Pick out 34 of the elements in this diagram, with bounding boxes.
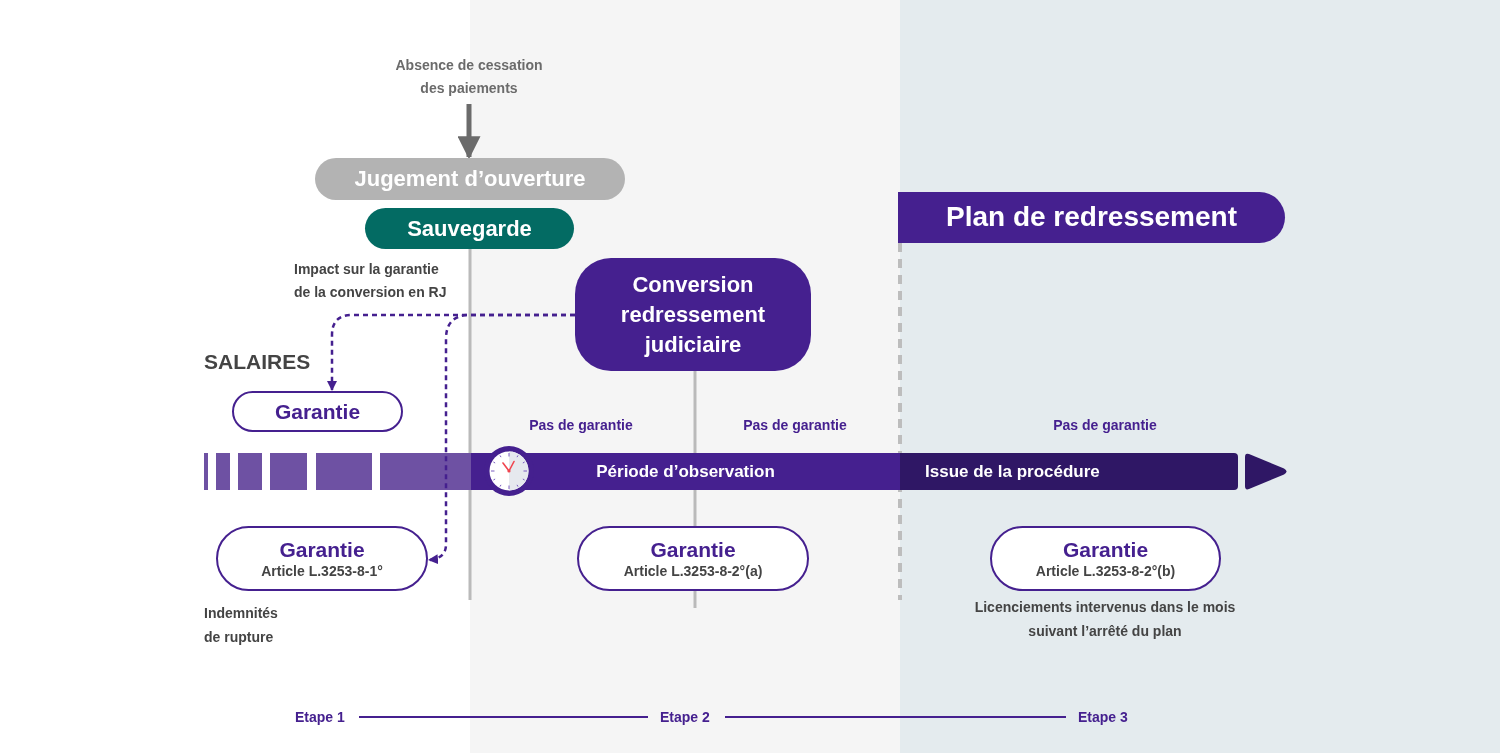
band-label: Période d’observation: [596, 461, 775, 482]
process-label: Conversion redressement judiciaire: [619, 270, 767, 359]
outlined-pill: [232, 391, 403, 432]
article-reference: Article L.3253-8-1°: [261, 562, 383, 580]
status-pill: [365, 208, 574, 249]
article-reference: Article L.3253-8-2°(b): [1035, 562, 1176, 580]
connector-line: [358, 716, 649, 718]
pill-title: Garantie: [274, 399, 361, 424]
banner-title: Plan de redressement: [946, 201, 1237, 234]
pill-label: Jugement d’ouverture: [354, 166, 586, 192]
status-pill: [315, 158, 625, 200]
process-box: [575, 258, 811, 371]
pill-title: Garantie: [650, 537, 736, 562]
step-label: Etape 3: [1078, 707, 1131, 727]
phase-banner: [898, 192, 1285, 243]
step-label: Etape 2: [660, 707, 713, 727]
timeline-band: [900, 453, 1238, 490]
article-reference: Article L.3253-8-2°(a): [623, 562, 763, 580]
pill-label: Sauvegarde: [407, 215, 532, 242]
section-heading: SALAIRES: [204, 349, 312, 375]
node-caption: Indemnités de rupture: [204, 604, 279, 647]
node-caption: Licenciements intervenus dans le mois suivant l’arrêté du plan: [973, 598, 1237, 641]
band-label: Issue de la procédure: [925, 461, 1100, 482]
status-note: Pas de garantie: [528, 416, 634, 435]
status-note: Pas de garantie: [1052, 416, 1158, 435]
step-label: Etape 1: [295, 707, 347, 727]
dashed-arrow: [428, 313, 575, 564]
pill-title: Garantie: [1062, 537, 1149, 562]
annotation-text: Absence de cessation des paiements: [389, 54, 549, 100]
annotation-text: Impact sur la garantie de la conversion en RJ: [294, 260, 448, 302]
connector-line: [724, 716, 1067, 718]
arrow: [457, 104, 481, 160]
status-note: Pas de garantie: [742, 416, 848, 435]
pill-title: Garantie: [279, 537, 365, 562]
